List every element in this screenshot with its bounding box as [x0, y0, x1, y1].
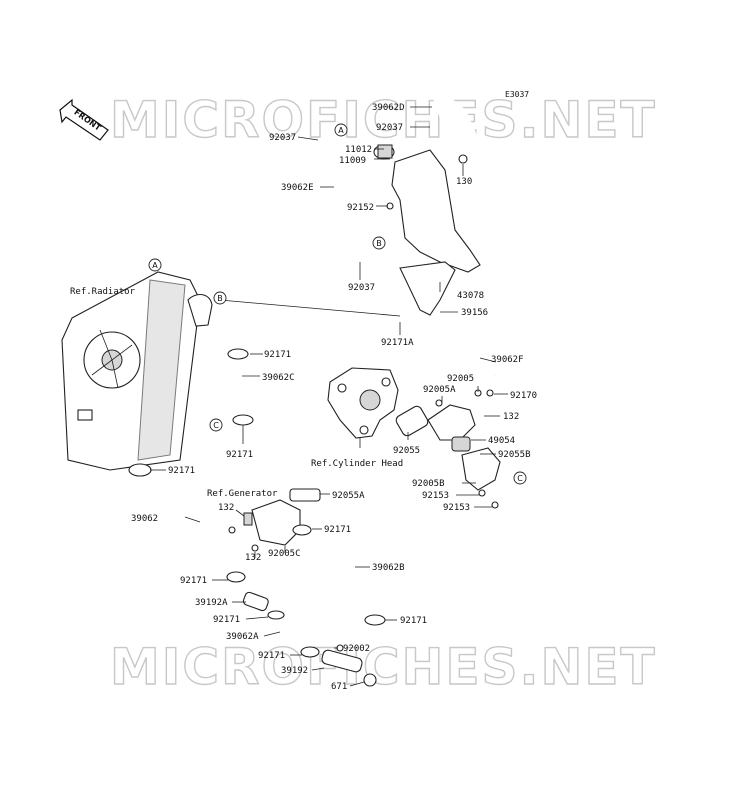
svg-text:C: C	[213, 421, 219, 430]
ref-cylinder-head-label: Ref.Cylinder Head	[311, 459, 403, 469]
marker-a-top: A	[334, 123, 348, 137]
thermostat-cover	[461, 447, 501, 491]
pipe-39192	[321, 649, 363, 673]
marker-b-left: B	[213, 291, 227, 305]
part-39062b: 39062B	[372, 563, 405, 573]
marker-a-left: A	[148, 258, 162, 272]
part-92171a: 92171A	[381, 338, 414, 348]
clamp-92171-c	[128, 463, 152, 477]
part-92055: 92055	[393, 446, 420, 456]
reservoir-spring	[377, 144, 393, 159]
thermostat-housing	[427, 404, 476, 441]
bolt-132-a	[243, 512, 253, 526]
marker-c-left: C	[209, 418, 223, 432]
part-92171-2: 92171	[226, 450, 253, 460]
part-92171-5: 92171	[180, 576, 207, 586]
part-39062d: 39062D	[372, 103, 405, 113]
watermark-top: MICROFICHES.NET	[110, 91, 657, 149]
svg-text:B: B	[217, 294, 223, 303]
part-132-left: 132	[218, 503, 234, 513]
radiator	[61, 271, 201, 471]
bolt-92005a	[435, 399, 443, 407]
part-92037-top: 92037	[376, 123, 403, 133]
clamp-92171-f	[226, 571, 246, 583]
hose-39156	[405, 317, 496, 376]
part-39062c: 39062C	[262, 373, 295, 383]
svg-text:A: A	[152, 261, 158, 270]
clamp-92171-g	[267, 610, 285, 620]
gasket-92055a	[289, 488, 321, 502]
part-39156: 39156	[461, 308, 488, 318]
thermostat-49054	[451, 436, 471, 452]
diagram-code: E3037	[505, 90, 529, 99]
clamp-92171-d	[292, 524, 312, 536]
clamp-92171-e	[364, 614, 386, 626]
bolt-92153-a	[478, 489, 486, 497]
part-11009: 11009	[339, 156, 366, 166]
part-39192a: 39192A	[195, 598, 228, 608]
radiator-inlet-pipe	[187, 294, 213, 327]
part-92055a: 92055A	[332, 491, 365, 501]
part-92170: 92170	[510, 391, 537, 401]
clamp-92171-a	[227, 348, 249, 360]
pipe-39192a	[242, 591, 269, 612]
part-39062: 39062	[131, 514, 158, 524]
part-671: 671	[331, 682, 347, 692]
part-92037-bottom: 92037	[348, 283, 375, 293]
plug-92170	[486, 389, 494, 397]
o-ring-671	[363, 673, 377, 687]
part-92152: 92152	[347, 203, 374, 213]
clamp-92171-b	[232, 414, 254, 426]
bracket-43078	[399, 261, 456, 316]
bolt-132-c	[251, 544, 259, 552]
part-49054: 49054	[488, 436, 515, 446]
svg-text:A: A	[338, 126, 344, 135]
part-92171-3: 92171	[168, 466, 195, 476]
part-92037-left: 92037	[269, 133, 296, 143]
part-92055b: 92055B	[498, 450, 531, 460]
part-92171-7: 92171	[400, 616, 427, 626]
leader-lines	[150, 106, 508, 687]
gasket-92055	[395, 405, 429, 437]
grommet-130	[458, 154, 468, 164]
part-92005: 92005	[447, 374, 474, 384]
marker-c-right: C	[513, 471, 527, 485]
reservoir-tank	[391, 149, 481, 273]
part-92171-4: 92171	[324, 525, 351, 535]
part-92005a: 92005A	[423, 385, 456, 395]
part-39192: 39192	[281, 666, 308, 676]
bolt-132-b	[228, 526, 236, 534]
ref-radiator-label: Ref.Radiator	[70, 287, 136, 297]
part-39062a: 39062A	[226, 632, 259, 642]
part-132-mid: 132	[245, 553, 261, 563]
part-92171-1: 92171	[264, 350, 291, 360]
part-130: 130	[456, 177, 472, 187]
part-39062f: 39062F	[491, 355, 524, 365]
part-132-right: 132	[503, 412, 519, 422]
part-39062e: 39062E	[281, 183, 314, 193]
part-92153-2: 92153	[443, 503, 470, 513]
svg-text:C: C	[517, 474, 523, 483]
cylinder-head-housing	[327, 367, 399, 439]
bolt-92153-b	[491, 501, 499, 509]
part-92171-6: 92171	[213, 615, 240, 625]
part-92002: 92002	[343, 644, 370, 654]
part-92005b: 92005B	[412, 479, 445, 489]
marker-b-top: B	[372, 236, 386, 250]
part-11012: 11012	[345, 145, 372, 155]
part-43078: 43078	[457, 291, 484, 301]
watermark-bottom: MICROFICHES.NET	[110, 638, 657, 696]
clamp-92171-h	[300, 646, 320, 658]
part-92171-8: 92171	[258, 651, 285, 661]
front-arrow-icon: FRONT	[59, 98, 109, 141]
ref-generator-label: Ref.Generator	[207, 489, 278, 499]
part-92153-1: 92153	[422, 491, 449, 501]
water-pump-cover	[251, 499, 301, 546]
part-92005c: 92005C	[268, 549, 301, 559]
svg-text:B: B	[376, 239, 382, 248]
